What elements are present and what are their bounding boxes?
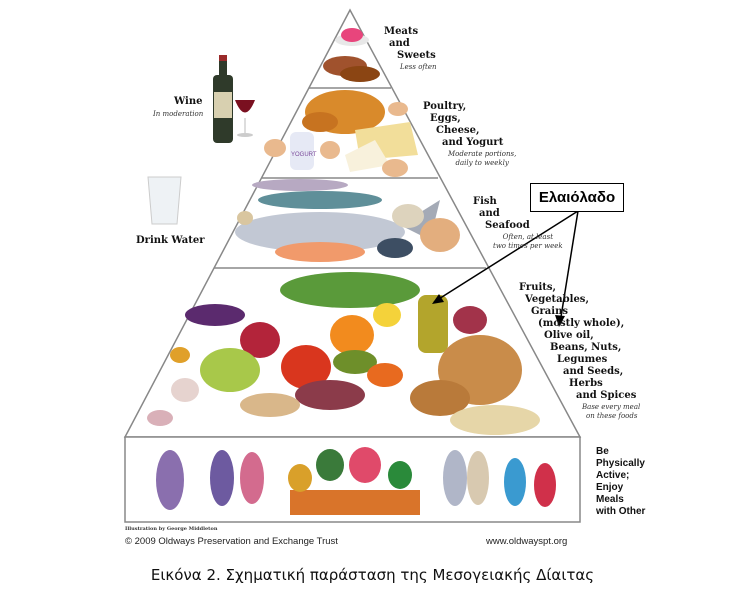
note-line: Base every meal	[582, 403, 641, 411]
wine-label: Wine	[174, 96, 203, 107]
label-line: Beans, Nuts,	[550, 342, 622, 353]
tier-label-poultry: Poultry, Eggs, Cheese, and Yogurt	[423, 101, 503, 149]
wine-note: In moderation	[153, 110, 204, 118]
label-line: and Spices	[576, 390, 637, 401]
figure-caption: Εικόνα 2. Σχηματική παράσταση της Μεσογε…	[150, 566, 595, 584]
water-glass	[147, 176, 182, 225]
label-line: Be	[596, 446, 609, 457]
fish-seafood-food	[235, 179, 460, 262]
note-line: on these foods	[586, 412, 638, 420]
label-line: Seafood	[485, 220, 530, 231]
label-line: Meals	[596, 494, 624, 505]
label-line: Physically	[596, 458, 645, 469]
label-line: and Seeds,	[563, 366, 624, 377]
base-label-physical-activity: Be Physically Active; Enjoy Meals with O…	[596, 446, 645, 518]
label-line: and	[479, 208, 500, 219]
label-line: Sweets	[397, 50, 436, 61]
note-line: daily to weekly	[455, 159, 509, 167]
label-line: Poultry,	[423, 101, 467, 112]
tier-note-plant-foods: Base every meal on these foods	[582, 403, 640, 421]
label-line: (mostly whole),	[538, 318, 625, 329]
note-line: Often, at least	[502, 233, 554, 241]
note-line: Moderate portions,	[448, 150, 517, 158]
tier-label-meats-sweets: Meats and Sweets	[384, 26, 436, 62]
poultry-eggs-cheese-food	[264, 90, 418, 177]
label-line: with Other	[596, 506, 646, 517]
label-line: Fruits,	[519, 282, 556, 293]
olive-oil-callout: Ελαιόλαδο	[530, 183, 624, 212]
people-activity-scene	[156, 447, 556, 515]
wine-bottle-glass	[213, 55, 255, 143]
illustration-credit: Illustration by George Middleton	[125, 526, 218, 532]
website-text: www.oldwayspt.org	[486, 536, 568, 547]
tier-note-meats-sweets: Less often	[400, 63, 437, 71]
tier-note-poultry: Moderate portions, daily to weekly	[448, 150, 516, 168]
label-line: Meats	[384, 26, 419, 37]
drink-water-label: Drink Water	[136, 235, 205, 246]
note-line: two times per week	[493, 242, 563, 250]
label-line: Eggs,	[430, 113, 461, 124]
yogurt-label: YOGURT	[291, 152, 317, 158]
label-line: Cheese,	[436, 125, 480, 136]
label-line: Grains	[531, 306, 568, 317]
label-line: and Yogurt	[442, 137, 504, 148]
label-line: Active;	[596, 470, 630, 481]
plant-foods	[147, 272, 540, 435]
label-line: Olive oil,	[544, 330, 594, 341]
label-line: Legumes	[557, 354, 608, 365]
tier-note-fish: Often, at least two times per week	[493, 233, 563, 251]
label-line: and	[389, 38, 410, 49]
meats-sweets-food	[323, 28, 380, 82]
label-line: Herbs	[569, 378, 603, 389]
label-line: Enjoy	[596, 482, 624, 493]
copyright-text: © 2009 Oldways Preservation and Exchange…	[125, 536, 338, 547]
olive-oil-callout-arrows	[432, 210, 579, 327]
tier-label-fish: Fish and Seafood	[473, 196, 530, 232]
tier-label-plant-foods: Fruits, Vegetables, Grains (mostly whole…	[519, 282, 636, 402]
label-line: Fish	[473, 196, 497, 207]
label-line: Vegetables,	[525, 294, 589, 305]
